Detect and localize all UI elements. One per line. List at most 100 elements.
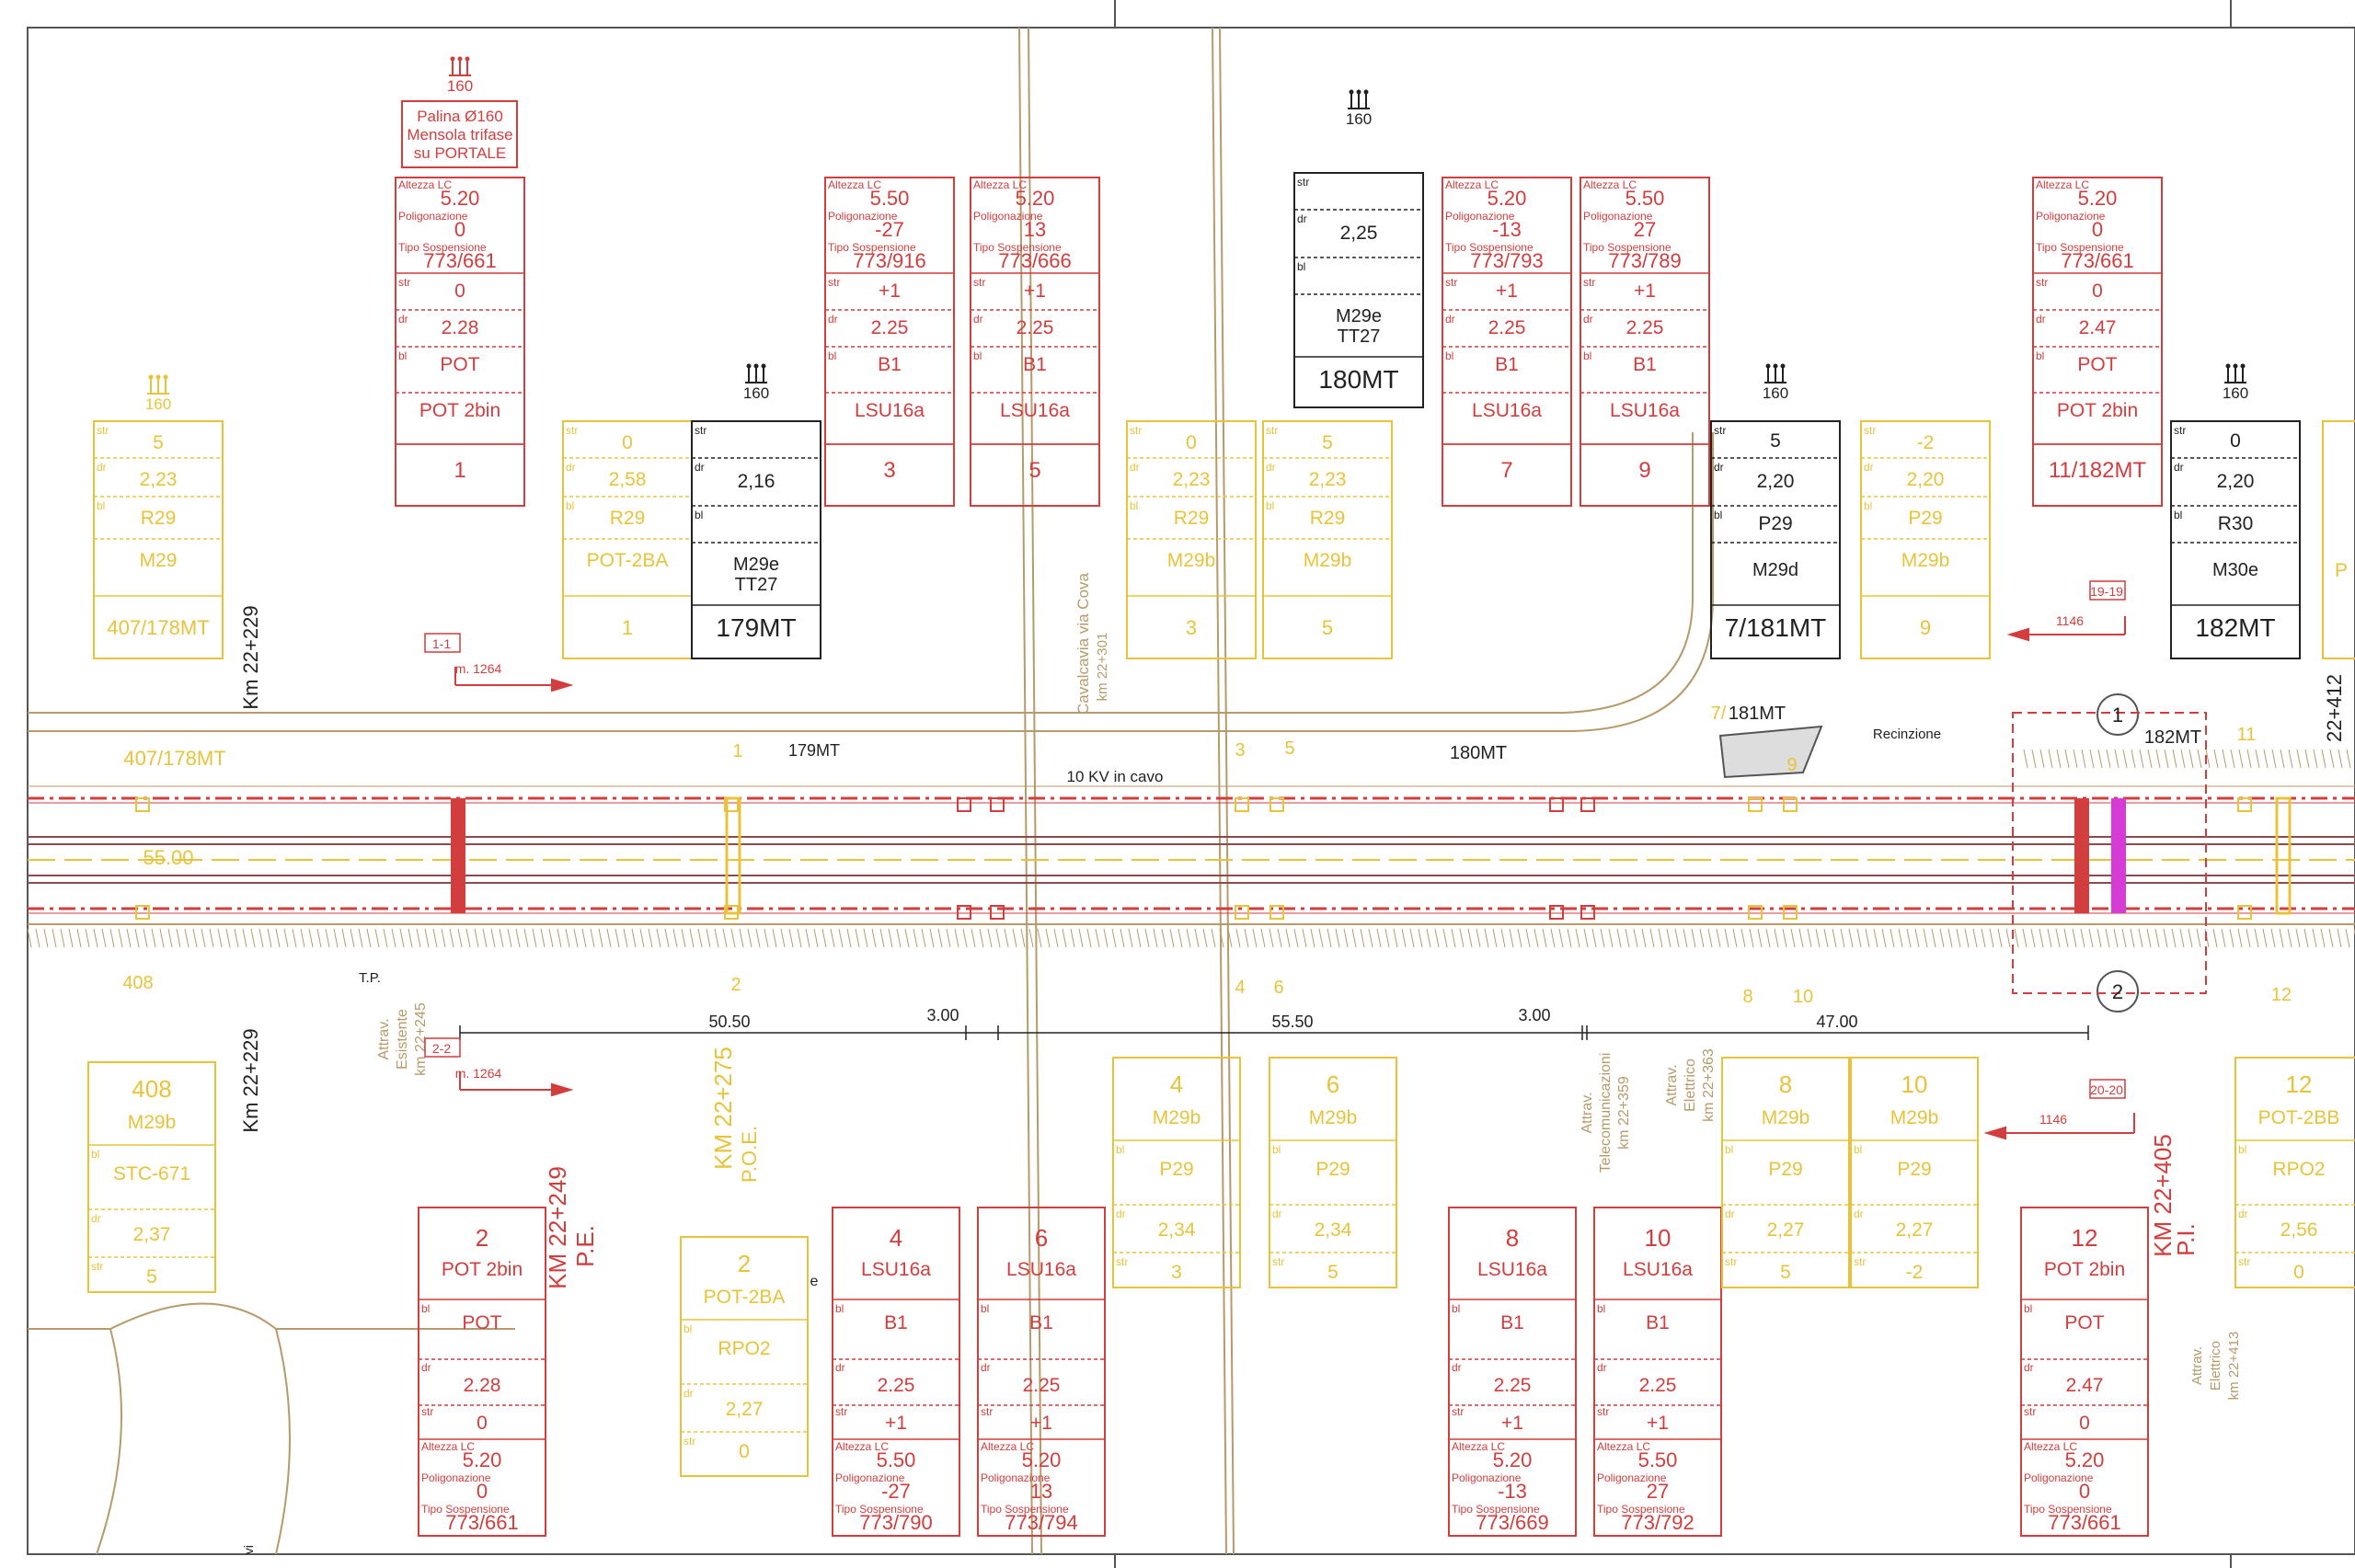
hatch-tick	[722, 928, 728, 948]
hatch-tick	[2106, 749, 2111, 769]
hatch-tick	[2089, 749, 2095, 769]
table-frame	[2170, 420, 2301, 659]
field-label: dr	[1130, 461, 1140, 474]
note-frame	[401, 100, 518, 168]
hatch-tick	[1534, 928, 1539, 948]
field-value: 5.20	[1016, 187, 1055, 210]
table-frame	[418, 1207, 546, 1537]
hatch-tick	[1865, 928, 1870, 948]
hatch-tick	[1649, 928, 1655, 948]
field-label: dr	[1854, 1207, 1864, 1220]
yellow-table-partial: P	[2322, 420, 2355, 659]
field-value: 5	[1327, 1262, 1338, 1283]
field-value: B1	[884, 1312, 908, 1333]
icon-dot	[450, 56, 455, 62]
hatch-tick	[1285, 928, 1291, 948]
field-value: 2.25	[1494, 1375, 1532, 1396]
field-value: 5.50	[877, 1448, 916, 1471]
field-value: LSU16a	[1006, 1259, 1076, 1280]
hatch-tick	[689, 928, 695, 948]
field-value: +1	[1634, 280, 1656, 302]
field-value: 2,20	[1907, 469, 1945, 490]
mast-bottom	[957, 905, 971, 920]
hatch-tick	[1575, 928, 1580, 948]
field-label: bl	[828, 349, 836, 362]
field-value: M29b	[1304, 550, 1352, 571]
hatch-tick	[2154, 928, 2160, 948]
hatch-tick	[697, 928, 703, 948]
crossing-label: Attrav.	[1664, 1064, 1680, 1105]
hatch-tick	[1393, 928, 1398, 948]
hatch-tick	[118, 928, 123, 948]
mast-bottom	[1580, 905, 1595, 920]
hatch-tick	[797, 928, 802, 948]
field-value: 2.25	[1023, 1375, 1061, 1396]
hatch-tick	[979, 928, 984, 948]
hatch-tick	[1302, 928, 1307, 948]
hatch-tick	[1351, 928, 1357, 948]
field-label: dr	[398, 313, 408, 326]
field-value: 2.47	[2066, 1375, 2104, 1396]
icon-label: 160	[2223, 384, 2248, 402]
section-distance: m. 1264	[455, 1066, 502, 1081]
hatch-tick	[2229, 928, 2234, 948]
field-label: str	[2024, 1405, 2036, 1418]
field-value: +1	[879, 280, 901, 302]
field-label: dr	[684, 1387, 694, 1400]
field-value: -27	[881, 1480, 911, 1503]
hatch-tick	[2188, 749, 2194, 769]
hatch-tick	[631, 928, 637, 948]
field-value: 5.20	[463, 1448, 502, 1471]
table-frame	[832, 1207, 960, 1537]
field-value: 2,23	[1309, 469, 1347, 490]
hatch-tick	[1591, 928, 1597, 948]
hatch-tick	[2254, 928, 2259, 948]
field-value: 11/182MT	[2049, 458, 2147, 483]
field-value: 5	[1780, 1262, 1791, 1283]
field-label: str	[2174, 424, 2186, 437]
track-pole-number: 1	[732, 741, 742, 761]
field-label: Tipo Sospensione	[1445, 241, 1534, 254]
field-label: dr	[1714, 461, 1724, 474]
hatch-tick	[192, 928, 198, 948]
hatch-tick	[2337, 928, 2342, 948]
icon-label: 160	[743, 384, 769, 402]
field-value: -27	[875, 218, 904, 241]
table-frame	[1293, 172, 1424, 408]
field-value: LSU16a	[1623, 1259, 1693, 1280]
hatch-tick	[813, 928, 819, 948]
section-distance: 1146	[2056, 613, 2084, 628]
table-frame	[1860, 420, 1991, 659]
hatch-tick	[2338, 749, 2343, 769]
hatch-tick	[217, 928, 223, 948]
km-marker: KM 22+249	[544, 1166, 571, 1289]
hatch-tick	[565, 928, 570, 948]
hatch-tick	[2221, 928, 2226, 948]
hatch-tick	[2288, 749, 2293, 769]
field-label: Tipo Sospensione	[2036, 241, 2124, 254]
field-label: bl	[1725, 1143, 1733, 1156]
hatch-tick	[995, 928, 1001, 948]
misc-mark: vi	[241, 1545, 256, 1554]
field-label: dr	[421, 1361, 431, 1374]
table-frame	[1442, 177, 1572, 507]
hatch-tick	[2263, 749, 2269, 769]
field-label: Tipo Sospensione	[828, 241, 916, 254]
field-value: 773/661	[2061, 249, 2134, 272]
hatch-tick	[1542, 928, 1547, 948]
hatch-tick	[60, 928, 65, 948]
field-value: M30e	[2212, 560, 2258, 580]
field-label: str	[981, 1405, 993, 1418]
field-value: 5	[146, 1266, 157, 1288]
field-label: bl	[1864, 499, 1872, 512]
field-value: 3	[1186, 616, 1197, 639]
hatch-tick	[879, 928, 885, 948]
field-label: dr	[1452, 1361, 1462, 1374]
field-value: 2,23	[1173, 469, 1211, 490]
hatch-tick	[962, 928, 968, 948]
hatch-tick	[292, 928, 297, 948]
hatch-tick	[1567, 928, 1572, 948]
